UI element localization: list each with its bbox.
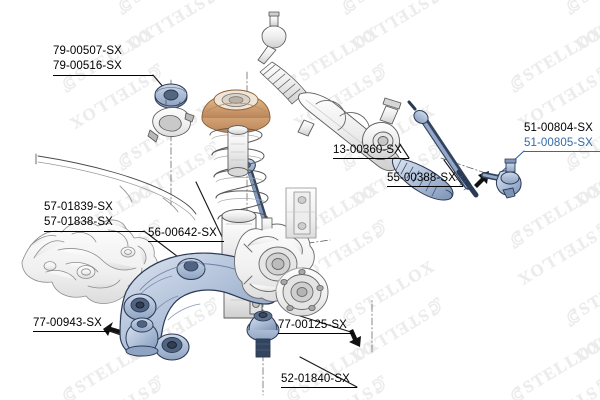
- label-underline: [33, 331, 109, 332]
- wheel-hub: [275, 267, 329, 317]
- part-label-inner-tie-rod: 55-00388-SX: [387, 171, 456, 186]
- part-number-text: 77-00125-SX: [278, 319, 347, 331]
- stabilizer-bar: [35, 153, 197, 221]
- part-number-text: 79-00507-SX: [53, 45, 122, 57]
- outer-tie-rod-end: [481, 158, 522, 199]
- label-underline: [524, 151, 600, 152]
- ball-joint: [246, 310, 280, 358]
- part-label-control-arm-bushing: 57-01839-SX 57-01838-SX: [44, 200, 113, 229]
- inner-tie-rod: [407, 100, 479, 198]
- part-number-text: 52-01840-SX: [281, 373, 350, 385]
- control-arm-bushing-upper: [176, 258, 206, 280]
- part-number-text: 51-00805-SX: [524, 137, 593, 149]
- part-number-text: 57-01839-SX: [44, 201, 113, 213]
- subframe: [21, 219, 158, 304]
- part-label-outer-tie-rod-end-right: 51-00805-SX: [524, 136, 593, 151]
- part-number-text: 57-01838-SX: [44, 215, 113, 228]
- part-label-outer-tie-rod-end-left: 51-00804-SX: [524, 121, 593, 136]
- label-underline: [387, 186, 463, 187]
- control-arm-bush-rear: [125, 317, 159, 357]
- part-number-text: 51-00804-SX: [524, 122, 593, 134]
- part-number-text: 13-00360-SX: [333, 144, 402, 156]
- label-underline: [44, 231, 144, 232]
- body-bracket: [285, 187, 317, 239]
- label-underline: [281, 387, 357, 388]
- label-underline: [278, 333, 354, 334]
- stabilizer-bracket: [147, 99, 195, 143]
- part-label-control-arm-bush-front: 77-00125-SX: [278, 318, 347, 333]
- part-number-text: 77-00943-SX: [33, 317, 102, 329]
- part-label-ball-joint: 52-01840-SX: [281, 372, 350, 387]
- part-number-text: 56-00642-SX: [148, 227, 217, 239]
- part-number-text: 79-00516-SX: [53, 59, 122, 72]
- part-number-text: 55-00388-SX: [387, 172, 456, 184]
- label-underline: [53, 75, 153, 76]
- steering-rack: [257, 11, 409, 175]
- label-underline: [148, 241, 224, 242]
- steering-rack-boot: [391, 157, 454, 201]
- stabilizer-bar-bushing: [154, 83, 188, 109]
- part-label-steering-rack-boot: 13-00360-SX: [333, 143, 402, 158]
- part-label-stabilizer-link: 56-00642-SX: [148, 226, 217, 241]
- label-underline: [333, 158, 409, 159]
- strut-mount: [201, 89, 271, 134]
- part-label-stabilizer-bar-bushing: 79-00507-SX 79-00516-SX: [53, 44, 122, 73]
- part-label-control-arm-bush-rear: 77-00943-SX: [33, 316, 102, 331]
